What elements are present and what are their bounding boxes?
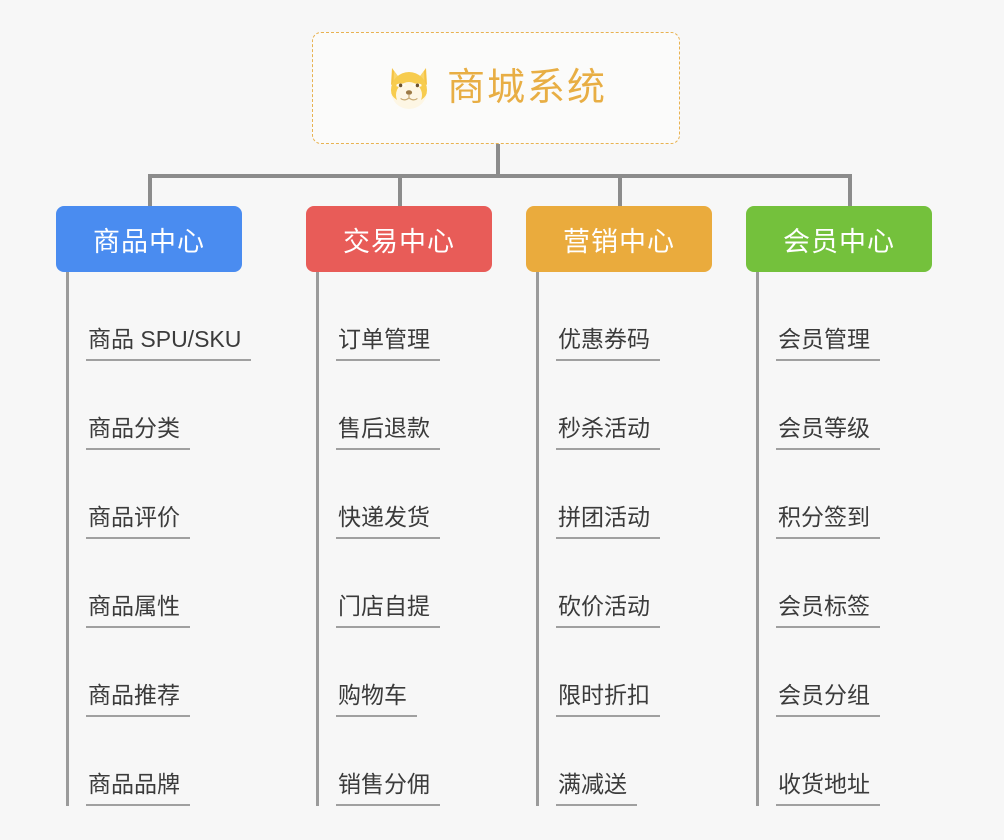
leaf-label: 订单管理 bbox=[336, 326, 440, 361]
branch-spine bbox=[66, 272, 69, 806]
leaf-item[interactable]: 商品属性 bbox=[56, 539, 251, 628]
leaf-label: 收货地址 bbox=[776, 771, 880, 806]
branch-member-center: 会员中心 会员管理 会员等级 积分签到 会员标签 会员分组 收货地址 bbox=[746, 206, 932, 806]
leaf-item[interactable]: 商品 SPU/SKU bbox=[56, 272, 252, 361]
leaf-item[interactable]: 商品分类 bbox=[56, 361, 251, 450]
branch-marketing-center: 营销中心 优惠券码 秒杀活动 拼团活动 砍价活动 限时折扣 满减送 bbox=[526, 206, 712, 806]
leaf-label: 商品品牌 bbox=[86, 771, 190, 806]
connector-drop-4 bbox=[848, 174, 852, 208]
leaf-label: 会员分组 bbox=[776, 682, 880, 717]
branch-header-trade-center[interactable]: 交易中心 bbox=[306, 206, 492, 272]
leaf-item[interactable]: 限时折扣 bbox=[526, 628, 712, 717]
leaf-label: 积分签到 bbox=[776, 504, 880, 539]
leaf-item[interactable]: 优惠券码 bbox=[526, 272, 712, 361]
branch-spine bbox=[536, 272, 539, 806]
leaf-item[interactable]: 门店自提 bbox=[306, 539, 492, 628]
leaf-item[interactable]: 拼团活动 bbox=[526, 450, 712, 539]
leaf-item[interactable]: 售后退款 bbox=[306, 361, 492, 450]
root-node[interactable]: 商城系统 bbox=[312, 32, 680, 144]
leaf-list-member-center: 会员管理 会员等级 积分签到 会员标签 会员分组 收货地址 bbox=[746, 272, 932, 806]
shiba-dog-icon bbox=[385, 65, 433, 111]
branch-product-center: 商品中心 商品 SPU/SKU 商品分类 商品评价 商品属性 商品推荐 商品品牌 bbox=[56, 206, 252, 806]
leaf-item[interactable]: 会员管理 bbox=[746, 272, 932, 361]
leaf-label: 会员管理 bbox=[776, 326, 880, 361]
leaf-label: 优惠券码 bbox=[556, 326, 660, 361]
leaf-item[interactable]: 销售分佣 bbox=[306, 717, 492, 806]
connector-drop-1 bbox=[148, 174, 152, 208]
leaf-label: 秒杀活动 bbox=[556, 415, 660, 450]
leaf-item[interactable]: 会员等级 bbox=[746, 361, 932, 450]
leaf-item[interactable]: 会员标签 bbox=[746, 539, 932, 628]
leaf-label: 限时折扣 bbox=[556, 682, 660, 717]
connector-drop-3 bbox=[618, 174, 622, 208]
branch-header-label: 营销中心 bbox=[563, 226, 675, 257]
leaf-label: 门店自提 bbox=[336, 593, 440, 628]
leaf-label: 商品推荐 bbox=[86, 682, 190, 717]
branch-spine bbox=[316, 272, 319, 806]
leaf-label: 商品属性 bbox=[86, 593, 190, 628]
leaf-item[interactable]: 订单管理 bbox=[306, 272, 492, 361]
leaf-label: 商品评价 bbox=[86, 504, 190, 539]
branch-header-label: 商品中心 bbox=[93, 226, 205, 257]
branch-header-product-center[interactable]: 商品中心 bbox=[56, 206, 242, 272]
leaf-list-trade-center: 订单管理 售后退款 快递发货 门店自提 购物车 销售分佣 bbox=[306, 272, 492, 806]
leaf-item[interactable]: 商品推荐 bbox=[56, 628, 251, 717]
connector-horizontal-bus bbox=[148, 174, 852, 178]
leaf-list-product-center: 商品 SPU/SKU 商品分类 商品评价 商品属性 商品推荐 商品品牌 bbox=[56, 272, 252, 806]
leaf-item[interactable]: 会员分组 bbox=[746, 628, 932, 717]
leaf-label: 商品分类 bbox=[86, 415, 190, 450]
leaf-item[interactable]: 积分签到 bbox=[746, 450, 932, 539]
leaf-label: 砍价活动 bbox=[556, 593, 660, 628]
leaf-item[interactable]: 购物车 bbox=[306, 628, 492, 717]
leaf-label: 满减送 bbox=[556, 771, 637, 806]
leaf-label: 会员等级 bbox=[776, 415, 880, 450]
leaf-item[interactable]: 秒杀活动 bbox=[526, 361, 712, 450]
leaf-item[interactable]: 砍价活动 bbox=[526, 539, 712, 628]
leaf-item[interactable]: 商品评价 bbox=[56, 450, 251, 539]
leaf-item[interactable]: 满减送 bbox=[526, 717, 712, 806]
leaf-label: 会员标签 bbox=[776, 593, 880, 628]
branch-spine bbox=[756, 272, 759, 806]
root-title: 商城系统 bbox=[446, 67, 607, 109]
leaf-list-marketing-center: 优惠券码 秒杀活动 拼团活动 砍价活动 限时折扣 满减送 bbox=[526, 272, 712, 806]
branch-header-marketing-center[interactable]: 营销中心 bbox=[526, 206, 712, 272]
branch-header-label: 会员中心 bbox=[783, 226, 895, 257]
leaf-label: 销售分佣 bbox=[336, 771, 440, 806]
leaf-label: 快递发货 bbox=[336, 504, 440, 539]
connector-root-stem bbox=[496, 144, 500, 176]
leaf-item[interactable]: 快递发货 bbox=[306, 450, 492, 539]
connector-drop-2 bbox=[398, 174, 402, 208]
branch-header-member-center[interactable]: 会员中心 bbox=[746, 206, 932, 272]
leaf-item[interactable]: 收货地址 bbox=[746, 717, 932, 806]
leaf-label: 购物车 bbox=[336, 682, 417, 717]
branch-trade-center: 交易中心 订单管理 售后退款 快递发货 门店自提 购物车 销售分佣 bbox=[306, 206, 492, 806]
leaf-label: 售后退款 bbox=[336, 415, 440, 450]
leaf-label: 商品 SPU/SKU bbox=[86, 326, 252, 361]
leaf-item[interactable]: 商品品牌 bbox=[56, 717, 251, 806]
leaf-label: 拼团活动 bbox=[556, 504, 660, 539]
branch-header-label: 交易中心 bbox=[343, 226, 455, 257]
